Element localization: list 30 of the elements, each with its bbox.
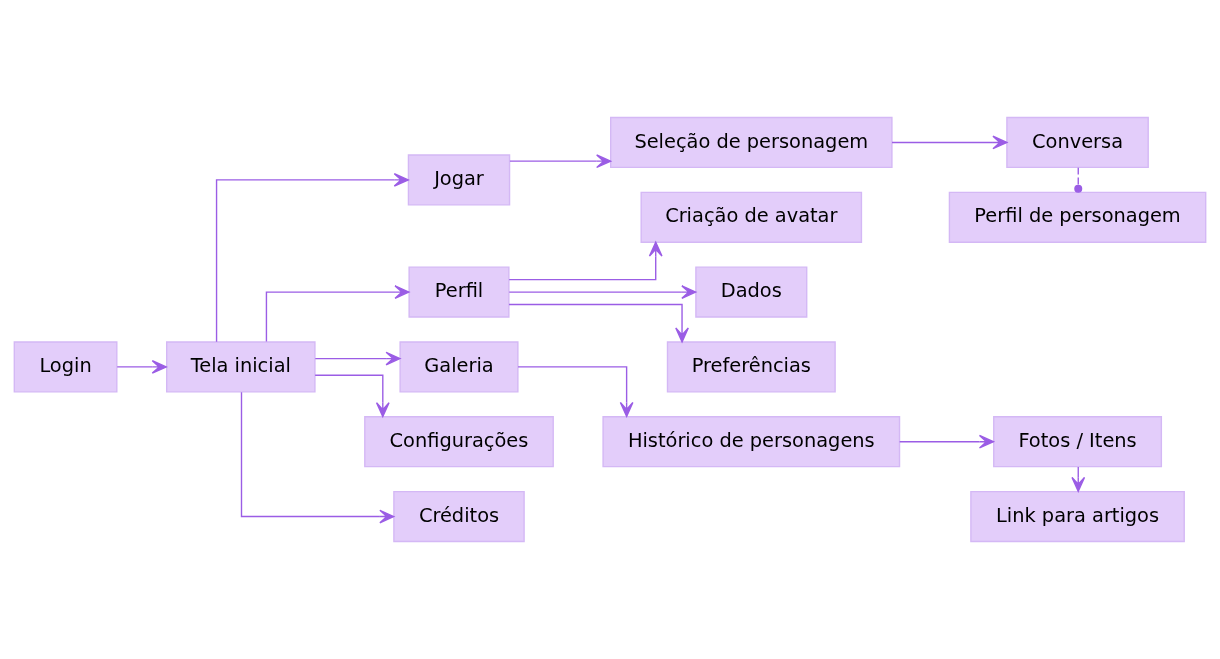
node-box: Jogar — [407, 154, 511, 206]
arrow — [891, 135, 1008, 150]
arrow — [116, 359, 167, 374]
node-box: Créditos — [393, 490, 525, 543]
arrow — [508, 285, 697, 300]
node-box: Link para artigos — [970, 490, 1185, 543]
node-box: Dados — [695, 266, 808, 318]
node-box: Login — [13, 341, 118, 393]
arrow — [517, 366, 634, 418]
arrow — [508, 303, 689, 343]
node-box: Conversa — [1006, 116, 1149, 169]
node-box: Preferências — [666, 341, 836, 393]
arrow — [509, 154, 612, 169]
node-box: Criação de avatar — [640, 191, 863, 243]
arrow — [265, 285, 410, 343]
connector — [1074, 167, 1083, 193]
arrow — [508, 241, 663, 281]
arrow — [240, 391, 395, 524]
node-box: Histórico de personagens — [602, 416, 901, 468]
node-box: Seleção de personagem — [610, 116, 893, 169]
arrow — [898, 434, 995, 449]
arrow — [215, 172, 409, 343]
node-box: Fotos / Itens — [993, 416, 1163, 468]
node-box: Tela inicial — [166, 341, 316, 393]
arrow — [314, 374, 390, 418]
node-box: Perfil de personagem — [948, 191, 1207, 243]
node-box: Configurações — [364, 416, 554, 468]
node-box: Perfil — [408, 266, 510, 318]
node-box: Galeria — [399, 341, 519, 393]
arrow — [314, 351, 401, 366]
